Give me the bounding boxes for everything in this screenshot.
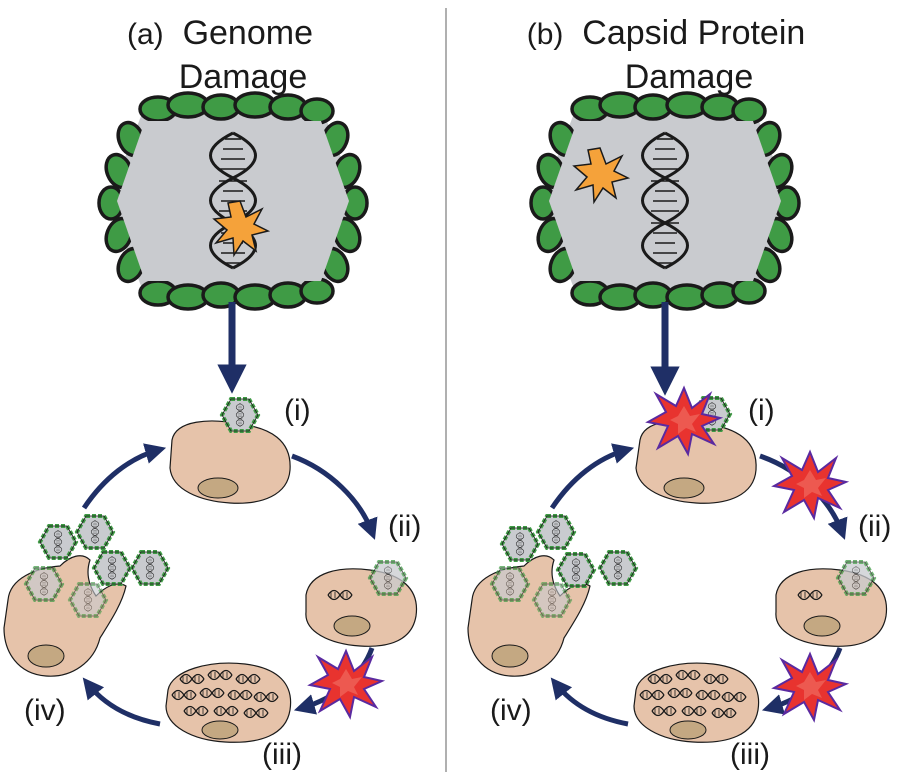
virion-genome-damage	[99, 93, 367, 309]
host-cell-stage-ii	[775, 562, 888, 647]
virion-capsid-damage	[531, 93, 799, 309]
panel-a-title-line1: Genome	[182, 14, 313, 52]
stage-label-i: (i)	[284, 394, 311, 427]
stage-label-iii: (iii)	[262, 738, 302, 771]
host-cell-stage-iv	[467, 516, 636, 677]
host-cell-stage-i	[169, 399, 291, 504]
block-star-icon	[773, 653, 847, 721]
panel-b	[467, 93, 888, 743]
panel-a-letter: (a)	[127, 18, 164, 51]
panel-b-title-line1: Capsid Protein	[582, 14, 806, 52]
host-cell-stage-ii	[305, 562, 418, 647]
stage-label-iii: (iii)	[730, 738, 770, 771]
stage-label-ii: (ii)	[858, 510, 892, 543]
stage-label-iv: (iv)	[24, 694, 66, 727]
panel-a-title: (a) Genome Damage	[70, 12, 370, 98]
panel-b-letter: (b)	[526, 18, 564, 51]
panel-b-title: (b) Capsid Protein Damage	[456, 12, 876, 98]
host-cell-stage-iv	[3, 516, 168, 677]
panel-a-title-line2: Damage	[178, 58, 308, 96]
cycle-arrow-icon	[81, 443, 378, 727]
stage-label-ii: (ii)	[388, 510, 422, 543]
host-cell-stage-iii	[633, 662, 760, 743]
host-cell-stage-iii	[165, 662, 292, 743]
stage-label-iv: (iv)	[490, 694, 532, 727]
panel-a	[3, 93, 418, 743]
stage-label-i: (i)	[748, 394, 775, 427]
virion-icon	[222, 399, 258, 431]
block-star-icon	[309, 650, 383, 718]
panel-b-title-line2: Damage	[624, 58, 754, 96]
host-cell-stage-i	[635, 387, 757, 504]
block-star-icon	[773, 451, 847, 519]
